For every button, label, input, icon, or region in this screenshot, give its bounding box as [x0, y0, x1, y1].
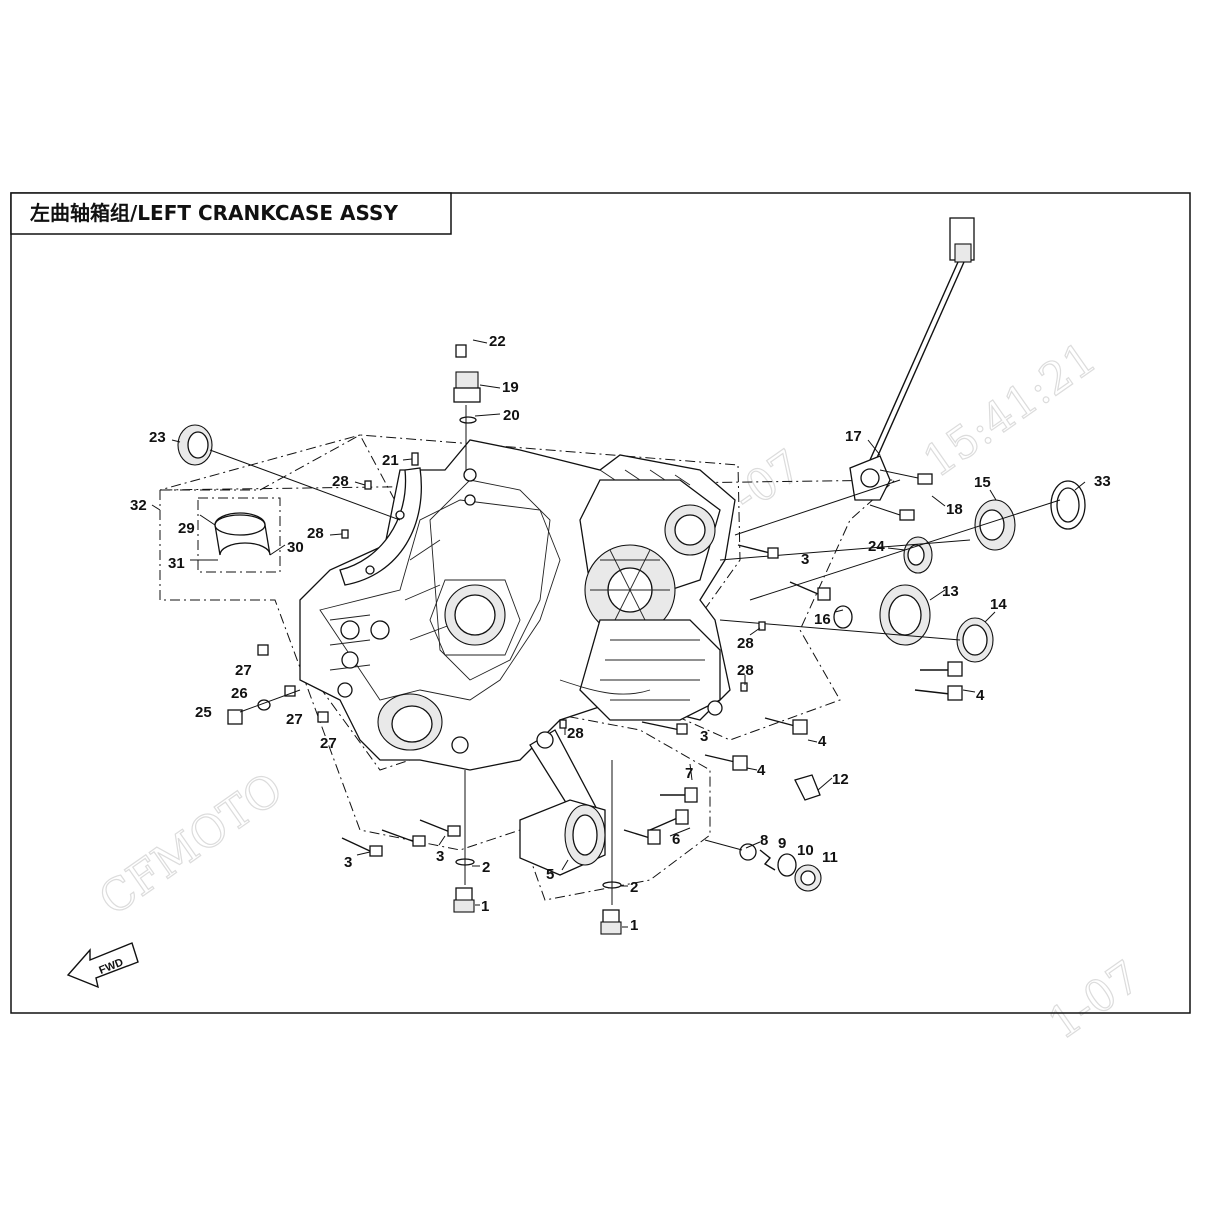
- callout-16: 16: [814, 611, 831, 628]
- right-bearings: [719, 479, 1086, 663]
- callout-29: 29: [178, 520, 195, 537]
- callout-28: 28: [332, 473, 349, 490]
- callout-5: 5: [546, 866, 554, 883]
- bolts-6-7: [623, 787, 698, 845]
- callout-31: 31: [168, 555, 185, 572]
- callout-28: 28: [737, 662, 754, 679]
- callout-2: 2: [482, 859, 490, 876]
- callout-20: 20: [503, 407, 520, 424]
- callout-30: 30: [287, 539, 304, 556]
- callout-11: 11: [822, 849, 838, 866]
- callout-17: 17: [845, 428, 862, 445]
- callout-3: 3: [700, 728, 708, 745]
- callout-7: 7: [685, 765, 693, 782]
- oil-strainer-5: [519, 729, 606, 876]
- oil-seal-23: [177, 424, 401, 521]
- callout-14: 14: [990, 596, 1007, 613]
- callout-12: 12: [832, 771, 849, 788]
- bolts-lower-left: [341, 819, 461, 857]
- title-box: [10, 192, 452, 235]
- callout-27: 27: [286, 711, 303, 728]
- callout-22: 22: [489, 333, 506, 350]
- callout-33: 33: [1094, 473, 1111, 490]
- callout-27: 27: [320, 735, 337, 752]
- callout-27: 27: [235, 662, 252, 679]
- callout-28: 28: [737, 635, 754, 652]
- watermark-time: 15:41:21: [914, 333, 1105, 488]
- callout-leaders: [151, 339, 1086, 928]
- page-title: 左曲轴箱组/LEFT CRANKCASE ASSY: [30, 201, 398, 225]
- bolts-18: [869, 469, 933, 521]
- callout-4: 4: [818, 733, 827, 750]
- diagram-frame: [10, 192, 1191, 1014]
- callout-18: 18: [946, 501, 963, 518]
- assembly-outlines: [159, 434, 897, 901]
- callout-4: 4: [757, 762, 766, 779]
- forward-arrow-icon: FWD: [66, 942, 139, 989]
- callout-13: 13: [942, 583, 959, 600]
- watermark-date-fragment-lower: 1-07: [1039, 951, 1149, 1049]
- clip-12: [794, 774, 821, 801]
- callout-10: 10: [797, 842, 814, 859]
- callout-28: 28: [567, 725, 584, 742]
- callout-8: 8: [760, 832, 768, 849]
- callout-2: 2: [630, 879, 638, 896]
- callout-19: 19: [502, 379, 519, 396]
- bolts-right: [641, 544, 963, 771]
- left-small-parts: [227, 644, 329, 725]
- callout-3: 3: [801, 551, 809, 568]
- callout-25: 25: [195, 704, 212, 721]
- callout-3: 3: [344, 854, 352, 871]
- callout-1: 1: [630, 917, 638, 934]
- callout-23: 23: [149, 429, 166, 446]
- callout-32: 32: [130, 497, 147, 514]
- relief-valve-8-11: [704, 839, 822, 892]
- callout-6: 6: [672, 831, 680, 848]
- callout-28: 28: [307, 525, 324, 542]
- callout-26: 26: [231, 685, 248, 702]
- callout-1: 1: [481, 898, 489, 915]
- drain-plugs: [453, 760, 622, 935]
- callout-24: 24: [868, 538, 885, 555]
- callout-4: 4: [976, 687, 985, 704]
- bearing-plate: [339, 467, 422, 586]
- callout-9: 9: [778, 835, 786, 852]
- callout-numbers: 1 1 2 2 3 3 3 3 4 4 4 5 6 7 8 9 10 11 12…: [130, 333, 1111, 934]
- wire-harness-17: [849, 217, 975, 501]
- watermark-brand: CFMOTO: [90, 763, 292, 926]
- half-bearing-shells: [214, 512, 271, 556]
- callout-15: 15: [974, 474, 991, 491]
- sensor-19: [453, 344, 481, 470]
- callout-3: 3: [436, 848, 444, 865]
- callout-21: 21: [382, 452, 399, 469]
